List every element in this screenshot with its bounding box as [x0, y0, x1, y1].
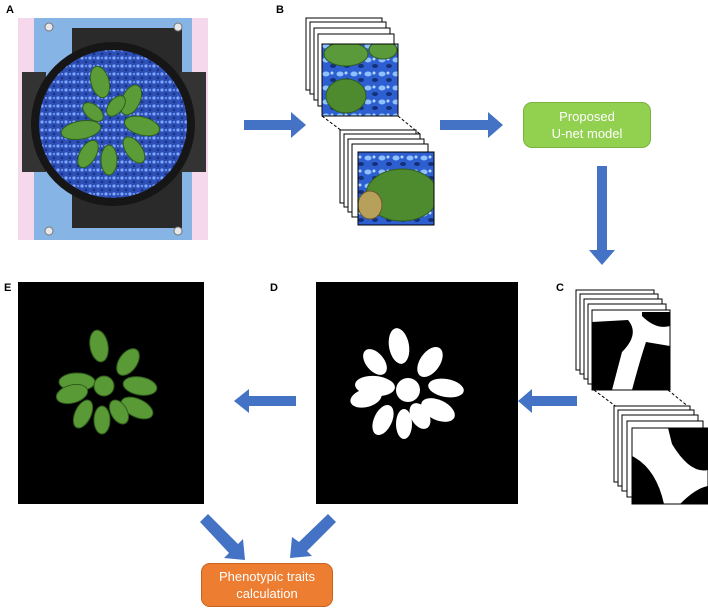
panel-label-d: D — [270, 282, 278, 294]
panel-c-mask-stack-2 — [613, 405, 708, 505]
panel-e-segmented-plant — [18, 282, 204, 504]
panel-a-photo — [18, 18, 208, 240]
model-box-line2: U-net model — [551, 126, 623, 141]
panel-label-c: C — [556, 282, 564, 294]
arrow-e-to-traits — [200, 514, 245, 560]
arrow-d-to-traits — [290, 514, 336, 558]
panel-label-b: B — [276, 4, 284, 16]
model-box: Proposed U-net model — [523, 102, 651, 148]
traits-box-line2: calculation — [236, 586, 298, 601]
panel-label-a: A — [6, 4, 14, 16]
mask-connector-left — [593, 389, 619, 409]
traits-box-line1: Phenotypic traits — [218, 569, 316, 584]
flow-arrows — [200, 112, 615, 560]
model-box-line1: Proposed — [559, 109, 615, 124]
arrow-a-to-b — [244, 112, 306, 138]
arrow-b-to-model — [440, 112, 503, 138]
arrow-d-to-e — [234, 389, 296, 413]
panel-label-e: E — [4, 282, 12, 294]
traits-box: Phenotypic traits calculation — [201, 563, 333, 607]
panel-c-mask-stack-1 — [575, 289, 671, 391]
panel-b-patch-stack-1 — [305, 17, 399, 117]
arrow-c-to-d — [518, 389, 577, 413]
panel-d-binary-mask — [316, 282, 518, 504]
panel-b-patch-stack-2 — [339, 129, 435, 226]
arrow-model-to-c — [589, 166, 615, 265]
mask-connector-right — [667, 389, 691, 409]
